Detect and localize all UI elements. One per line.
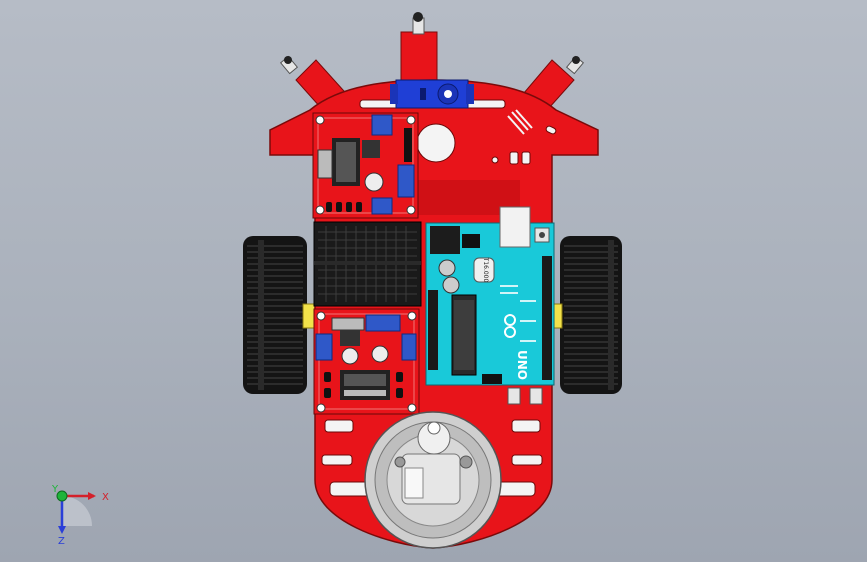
vent-slots [507, 109, 533, 135]
mini-breadboard [313, 221, 422, 307]
motor-driver-board-bottom[interactable] [313, 308, 420, 415]
right-wheel[interactable] [549, 236, 622, 394]
z-axis-label: Z [58, 536, 65, 547]
board-silkscreen: UNO [515, 350, 529, 380]
front-sensor-arm [400, 12, 438, 85]
x-axis-label: X [102, 492, 109, 503]
motor-driver-board-top[interactable] [312, 112, 419, 219]
crystal-label: T16.000 [482, 257, 489, 283]
arduino-logo [504, 314, 516, 338]
servo-motor[interactable] [390, 79, 474, 109]
arduino-uno-board[interactable]: T16.000 UNO [425, 206, 555, 405]
y-axis-label: Y [51, 484, 59, 495]
coordinate-triad: X Y Z [51, 484, 109, 547]
left-wheel[interactable] [243, 236, 316, 394]
caster-wheel[interactable] [364, 411, 502, 549]
